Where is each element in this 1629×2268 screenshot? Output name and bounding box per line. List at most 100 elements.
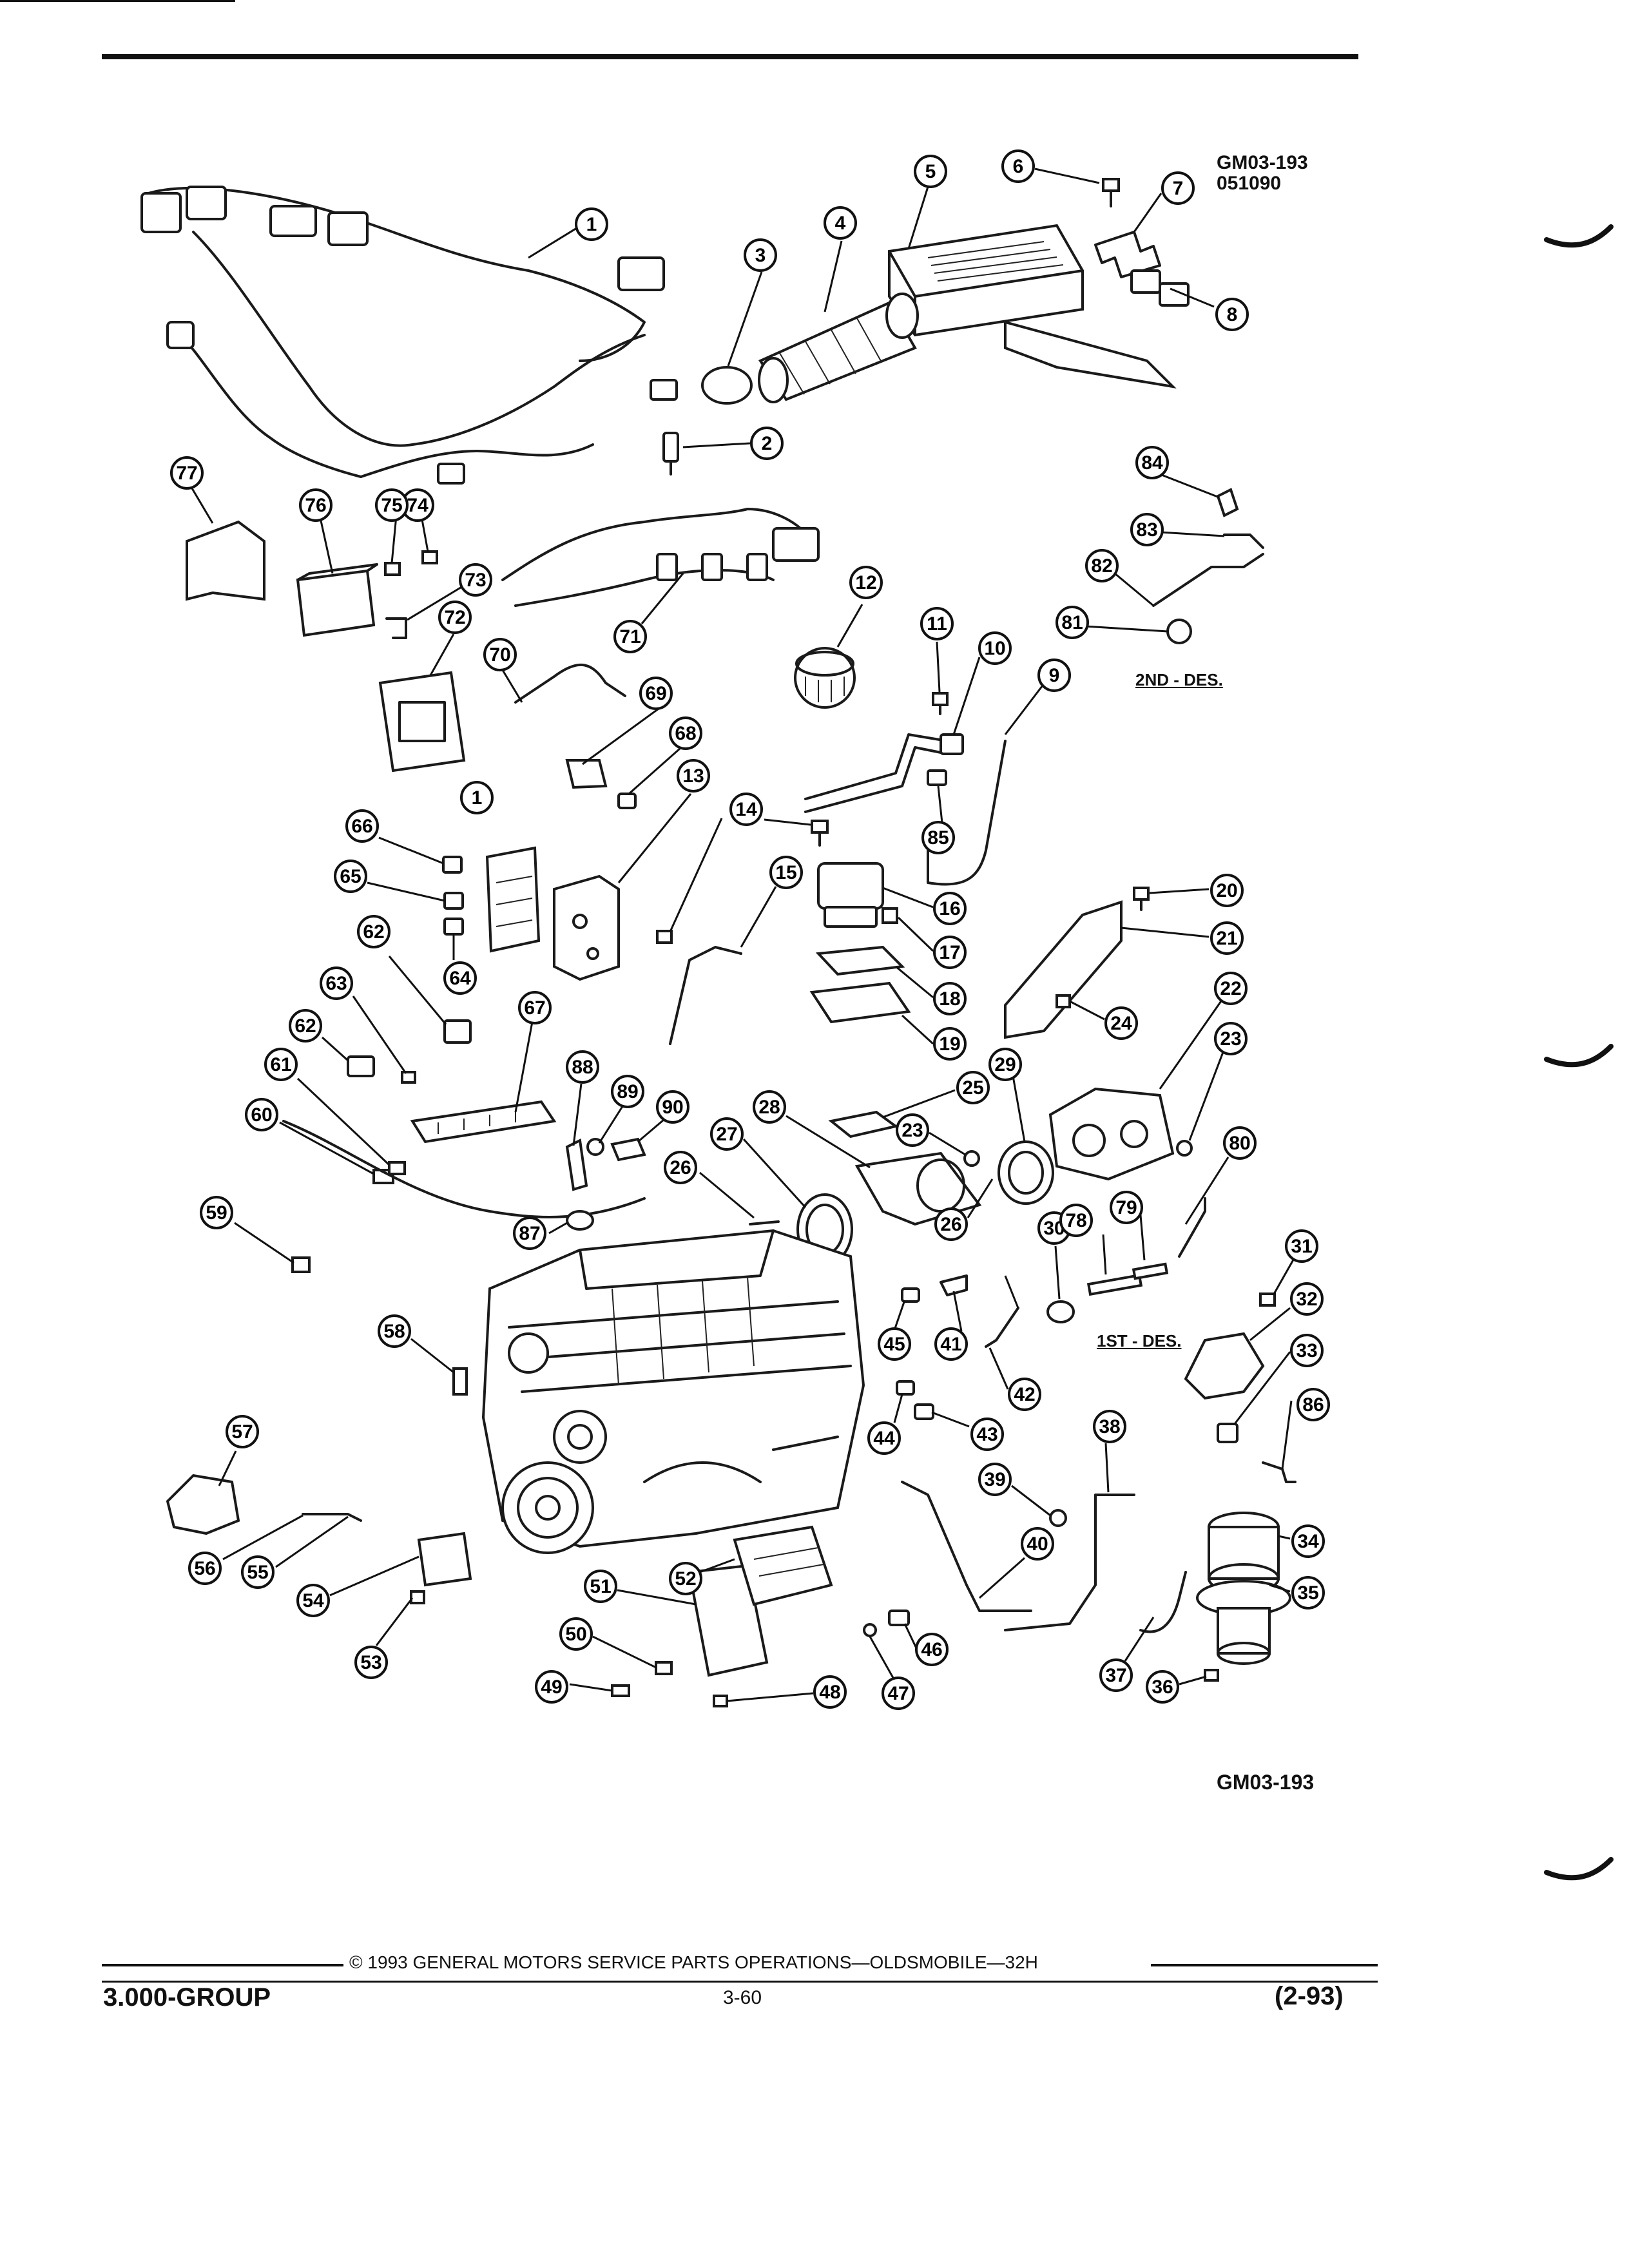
callout-32: 32 bbox=[1290, 1282, 1324, 1316]
bolt-24-drawing bbox=[1055, 994, 1071, 1008]
callout-number: 50 bbox=[565, 1624, 586, 1645]
callout-number: 73 bbox=[465, 570, 486, 591]
relay-66-drawing bbox=[442, 856, 463, 874]
callout-number: 15 bbox=[775, 862, 796, 883]
callout-number: 31 bbox=[1291, 1236, 1312, 1257]
callout-number: 39 bbox=[984, 1469, 1005, 1490]
callout-number: 34 bbox=[1297, 1531, 1319, 1552]
callout-circle bbox=[1021, 1527, 1054, 1561]
callout-8: 8 bbox=[1215, 298, 1249, 331]
note-1st-design: 1ST - DES. bbox=[1097, 1331, 1182, 1350]
callout-circle bbox=[769, 856, 803, 889]
bolt-6-drawing bbox=[1102, 178, 1120, 207]
callout-circle bbox=[896, 1113, 929, 1147]
callout-circle bbox=[188, 1552, 222, 1585]
callout-circle bbox=[1290, 1282, 1324, 1316]
callout-78: 78 bbox=[1059, 1204, 1093, 1237]
callout-75: 75 bbox=[375, 488, 409, 522]
callout-number: 67 bbox=[524, 997, 545, 1019]
callout-62-1: 62 bbox=[289, 1009, 322, 1043]
callout-circle bbox=[1093, 1410, 1126, 1443]
callout-4: 4 bbox=[824, 206, 857, 240]
adapter-28-drawing bbox=[854, 1151, 982, 1226]
callout-number: 52 bbox=[675, 1568, 696, 1590]
callout-89: 89 bbox=[611, 1075, 644, 1108]
callout-90: 90 bbox=[656, 1090, 689, 1124]
note-2nd-design: 2ND - DES. bbox=[1135, 670, 1223, 689]
callout-number: 58 bbox=[383, 1321, 405, 1342]
callout-39: 39 bbox=[978, 1463, 1012, 1496]
callout-circle bbox=[813, 1675, 847, 1709]
callout-number: 59 bbox=[206, 1202, 227, 1224]
callout-25: 25 bbox=[956, 1071, 990, 1104]
callout-64: 64 bbox=[443, 961, 477, 995]
callout-circle bbox=[320, 966, 353, 1000]
sensor-33-drawing bbox=[1217, 1423, 1239, 1443]
callout-number: 4 bbox=[835, 213, 846, 234]
callout-circle bbox=[459, 563, 492, 597]
callout-circle bbox=[1290, 1334, 1324, 1367]
callout-number: 32 bbox=[1296, 1289, 1317, 1310]
callout-circle bbox=[200, 1196, 233, 1229]
callout-23-2: 23 bbox=[896, 1113, 929, 1147]
callout-number: 80 bbox=[1229, 1133, 1250, 1154]
callout-circle bbox=[882, 1677, 915, 1710]
callout-circle bbox=[988, 1048, 1022, 1081]
callout-40: 40 bbox=[1021, 1527, 1054, 1561]
callout-59: 59 bbox=[200, 1196, 233, 1229]
figure-date-code: 051090 bbox=[1217, 173, 1282, 194]
vacuum-pump-34-drawing bbox=[1208, 1512, 1280, 1594]
callout-80: 80 bbox=[1223, 1126, 1257, 1160]
callout-number: 68 bbox=[675, 723, 696, 744]
callout-circle bbox=[656, 1090, 689, 1124]
pipe-42-drawing bbox=[985, 1307, 1019, 1348]
callout-circle bbox=[956, 1071, 990, 1104]
callout-67: 67 bbox=[518, 991, 552, 1024]
module-76-drawing bbox=[296, 563, 378, 637]
footer-rule-right bbox=[1151, 1964, 1378, 1966]
callout-number: 56 bbox=[194, 1558, 215, 1579]
callout-number: 75 bbox=[381, 495, 402, 516]
callout-circle bbox=[669, 716, 702, 750]
callout-47: 47 bbox=[882, 1677, 915, 1710]
callout-21: 21 bbox=[1210, 921, 1244, 955]
callout-circle bbox=[978, 1463, 1012, 1496]
cap-30-drawing bbox=[1046, 1300, 1075, 1323]
callout-circle bbox=[613, 620, 647, 653]
callout-number: 85 bbox=[927, 827, 949, 849]
callout-number: 63 bbox=[325, 973, 347, 994]
wiring-harness-drawing bbox=[140, 186, 678, 485]
callout-71: 71 bbox=[613, 620, 647, 653]
callout-83: 83 bbox=[1130, 513, 1164, 546]
callout-number: 86 bbox=[1302, 1394, 1324, 1416]
callout-circle bbox=[1161, 171, 1195, 205]
sensor-69-drawing bbox=[565, 759, 608, 789]
callout-circle bbox=[443, 961, 477, 995]
callout-number: 66 bbox=[351, 816, 372, 837]
module-72-drawing bbox=[378, 671, 466, 773]
callout-number: 9 bbox=[1049, 665, 1060, 686]
callout-circle bbox=[1285, 1229, 1318, 1263]
clip-84-drawing bbox=[1216, 488, 1239, 517]
callout-number: 53 bbox=[360, 1652, 381, 1673]
callout-number: 83 bbox=[1136, 519, 1157, 541]
callout-65: 65 bbox=[334, 860, 367, 893]
air-cleaner-housing-drawing bbox=[885, 224, 1177, 389]
callout-circle bbox=[1214, 972, 1248, 1005]
callout-50: 50 bbox=[559, 1617, 593, 1651]
callout-15: 15 bbox=[769, 856, 803, 889]
callout-number: 23 bbox=[1220, 1028, 1241, 1050]
callout-circle bbox=[513, 1216, 546, 1250]
callout-87: 87 bbox=[513, 1216, 546, 1250]
hose-9-drawing bbox=[927, 740, 1007, 886]
callout-number: 61 bbox=[270, 1054, 291, 1075]
callout-58: 58 bbox=[378, 1314, 411, 1348]
callout-number: 11 bbox=[927, 613, 947, 635]
callout-86: 86 bbox=[1296, 1388, 1330, 1421]
callout-circle bbox=[933, 892, 967, 925]
callout-74: 74 bbox=[401, 488, 434, 522]
bolt-20-drawing bbox=[1133, 887, 1150, 911]
callout-number: 89 bbox=[617, 1081, 638, 1102]
